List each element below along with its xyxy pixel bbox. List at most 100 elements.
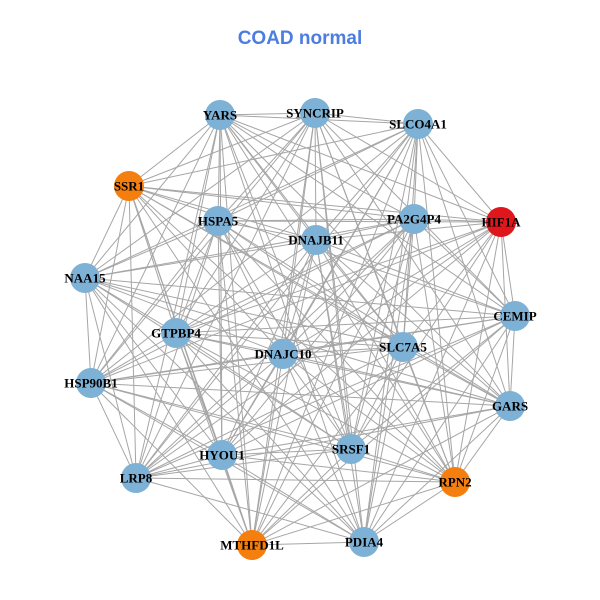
edge-syncrip-slco4a1 [314, 112, 419, 125]
node-label-ssr1: SSR1 [114, 179, 144, 194]
node-lrp8[interactable] [121, 463, 151, 493]
edge-pa2g4p4-gtpbp4 [175, 218, 415, 334]
edge-gars-lrp8 [135, 405, 511, 479]
node-syncrip[interactable] [300, 98, 330, 128]
node-hyou1[interactable] [207, 440, 237, 470]
edge-hif1a-cemip [500, 221, 516, 317]
edge-ssr1-hif1a [128, 185, 502, 223]
node-label-naa15: NAA15 [64, 271, 106, 286]
edge-gtpbp4-slc7a5 [175, 332, 404, 348]
edge-cemip-hyou1 [221, 315, 516, 456]
node-slc7a5[interactable] [388, 332, 418, 362]
edge-naa15-slc7a5 [84, 277, 404, 348]
edge-syncrip-hspa5 [217, 112, 316, 222]
edge-syncrip-hsp90b1 [90, 112, 316, 384]
node-dnajb11[interactable] [301, 225, 331, 255]
edge-yars-cemip [219, 114, 516, 317]
edge-ssr1-pa2g4p4 [128, 185, 415, 220]
edge-pa2g4p4-cemip [413, 218, 516, 317]
edge-hif1a-lrp8 [135, 221, 502, 479]
edge-slc7a5-mthfd1l [251, 346, 404, 546]
edge-naa15-gars [84, 277, 511, 407]
chart-title: COAD normal [237, 28, 363, 49]
edge-gtpbp4-pdia4 [175, 332, 365, 543]
edge-dnajc10-rpn2 [282, 353, 456, 483]
edge-yars-hif1a [219, 114, 502, 223]
node-label-srsf1: SRSF1 [332, 442, 370, 457]
node-label-slco4a1: SLCO4A1 [389, 117, 447, 132]
node-mthfd1l[interactable] [237, 530, 267, 560]
edge-naa15-hyou1 [84, 277, 223, 456]
edge-hsp90b1-mthfd1l [90, 382, 253, 546]
node-hif1a[interactable] [486, 207, 516, 237]
edge-naa15-dnajc10 [84, 277, 284, 355]
edge-mthfd1l-pdia4 [251, 541, 365, 546]
edge-slco4a1-cemip [417, 123, 516, 317]
edge-hspa5-mthfd1l [217, 220, 253, 546]
edge-slc7a5-gars [402, 346, 511, 407]
node-ssr1[interactable] [114, 171, 144, 201]
node-label-hyou1: HYOU1 [199, 448, 245, 463]
edge-gars-pdia4 [363, 405, 511, 543]
edge-hspa5-srsf1 [217, 220, 352, 450]
node-label-syncrip: SYNCRIP [286, 106, 344, 121]
edge-dnajc10-hsp90b1 [90, 353, 284, 384]
node-hspa5[interactable] [203, 206, 233, 236]
edge-hspa5-slc7a5 [217, 220, 404, 348]
edge-hspa5-dnajc10 [217, 220, 284, 355]
node-cemip[interactable] [500, 301, 530, 331]
edge-srsf1-hyou1 [221, 448, 352, 456]
edge-slco4a1-slc7a5 [402, 123, 419, 348]
node-slco4a1[interactable] [403, 109, 433, 139]
edge-dnajb11-gars [315, 239, 511, 407]
edge-dnajb11-gtpbp4 [175, 239, 317, 334]
edge-hspa5-gars [217, 220, 511, 407]
edge-slco4a1-naa15 [84, 123, 419, 279]
edge-srsf1-lrp8 [135, 448, 352, 479]
edge-pa2g4p4-mthfd1l [251, 218, 415, 546]
edge-hyou1-mthfd1l [221, 454, 253, 546]
edge-hif1a-rpn2 [454, 221, 502, 483]
edge-syncrip-gtpbp4 [175, 112, 316, 334]
edge-dnajc10-hyou1 [221, 353, 284, 456]
edge-hyou1-pdia4 [221, 454, 365, 543]
edge-hif1a-gtpbp4 [175, 221, 502, 334]
node-hsp90b1[interactable] [76, 368, 106, 398]
edge-dnajc10-mthfd1l [251, 353, 284, 546]
edge-slco4a1-mthfd1l [251, 123, 419, 546]
node-gtpbp4[interactable] [161, 318, 191, 348]
edge-pa2g4p4-hyou1 [221, 218, 415, 456]
edge-syncrip-dnajb11 [314, 112, 317, 241]
node-pdia4[interactable] [349, 527, 379, 557]
edge-hspa5-naa15 [84, 220, 219, 279]
node-label-hif1a: HIF1A [482, 215, 522, 230]
node-pa2g4p4[interactable] [399, 204, 429, 234]
edge-cemip-gtpbp4 [175, 315, 516, 334]
edge-syncrip-ssr1 [128, 112, 316, 187]
node-label-hspa5: HSPA5 [198, 214, 239, 229]
node-label-pdia4: PDIA4 [345, 535, 384, 550]
edge-ssr1-hsp90b1 [90, 185, 130, 384]
edge-yars-hsp90b1 [90, 114, 221, 384]
node-label-cemip: CEMIP [493, 309, 536, 324]
edge-dnajb11-lrp8 [135, 239, 317, 479]
node-dnajc10[interactable] [268, 339, 298, 369]
edge-hif1a-hsp90b1 [90, 221, 502, 384]
node-yars[interactable] [205, 100, 235, 130]
node-label-lrp8: LRP8 [120, 471, 153, 486]
edge-yars-pa2g4p4 [219, 114, 415, 220]
node-rpn2[interactable] [440, 467, 470, 497]
edge-syncrip-dnajc10 [282, 112, 316, 355]
node-naa15[interactable] [70, 263, 100, 293]
node-gars[interactable] [495, 391, 525, 421]
edge-slco4a1-ssr1 [128, 123, 419, 187]
edge-rpn2-pdia4 [363, 481, 456, 543]
edge-slco4a1-srsf1 [350, 123, 419, 450]
edge-cemip-pdia4 [363, 315, 516, 543]
node-label-mthfd1l: MTHFD1L [220, 538, 284, 553]
edge-hsp90b1-hyou1 [90, 382, 223, 456]
edge-hspa5-dnajb11 [217, 220, 317, 241]
node-srsf1[interactable] [336, 434, 366, 464]
edge-ssr1-gars [128, 185, 511, 407]
edge-hif1a-pdia4 [363, 221, 502, 543]
